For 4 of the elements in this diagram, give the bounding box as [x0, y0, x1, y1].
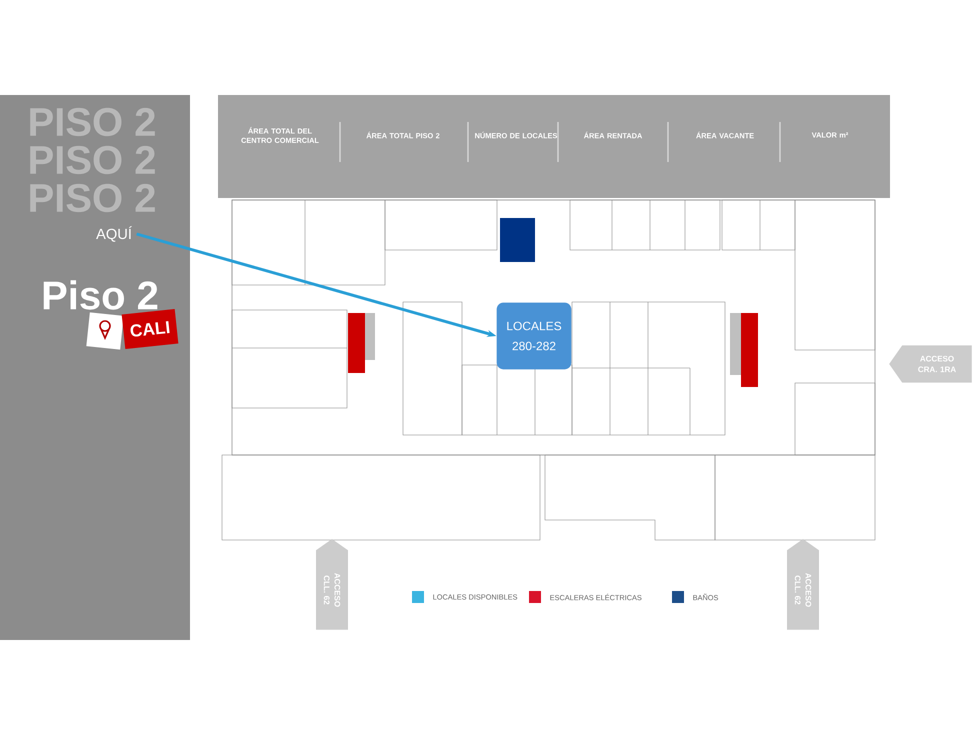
- floor-title: Piso 2: [44, 280, 158, 310]
- available-unit-box: LOCALES 280-282: [496, 302, 572, 370]
- here-label: AQUÍ: [96, 226, 132, 242]
- city-badge: CALI: [122, 308, 178, 350]
